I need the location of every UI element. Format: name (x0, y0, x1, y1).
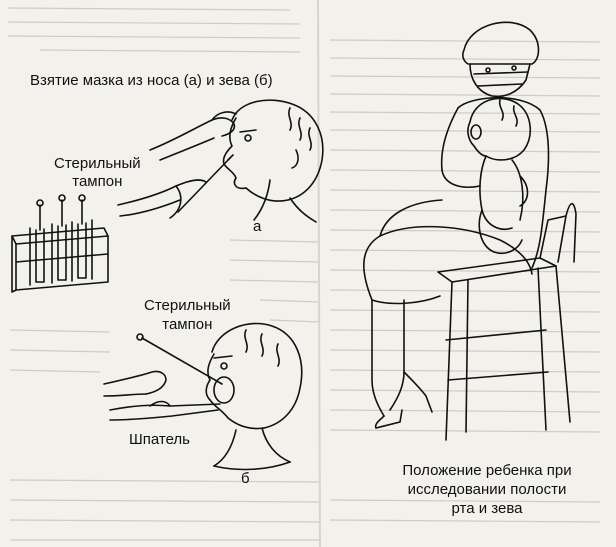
label-sterile-swab-throat: Стерильный тампон (144, 296, 231, 334)
label-spatula: Шпатель (129, 431, 190, 448)
doctor-hands-a (117, 111, 237, 219)
label-sterile-swab-throat-line2: тампон (162, 316, 213, 333)
patient-head-a (222, 99, 324, 223)
label-sterile-swab-nose-line1: Стерильный (54, 155, 141, 172)
caption-line-2: исследовании полости (407, 481, 567, 498)
label-sterile-swab-nose: Стерильный тампон (54, 155, 141, 191)
doctor-hands-b (103, 333, 223, 421)
label-b: б (241, 470, 250, 487)
caption-line-1: Положение ребенка при (402, 462, 572, 479)
label-a: а (253, 218, 262, 235)
patient-head-b (205, 322, 303, 471)
caption-child-position: Положение ребенка при исследовании полос… (382, 461, 592, 518)
test-tube-rack (11, 194, 109, 293)
nurse-with-child (363, 21, 577, 441)
label-sterile-swab-nose-line2: тампон (72, 173, 123, 190)
caption-line-3: рта и зева (451, 500, 523, 517)
figure-title: Взятие мазка из носа (а) и зева (б) (30, 72, 273, 89)
label-sterile-swab-throat-line1: Стерильный (144, 297, 231, 314)
